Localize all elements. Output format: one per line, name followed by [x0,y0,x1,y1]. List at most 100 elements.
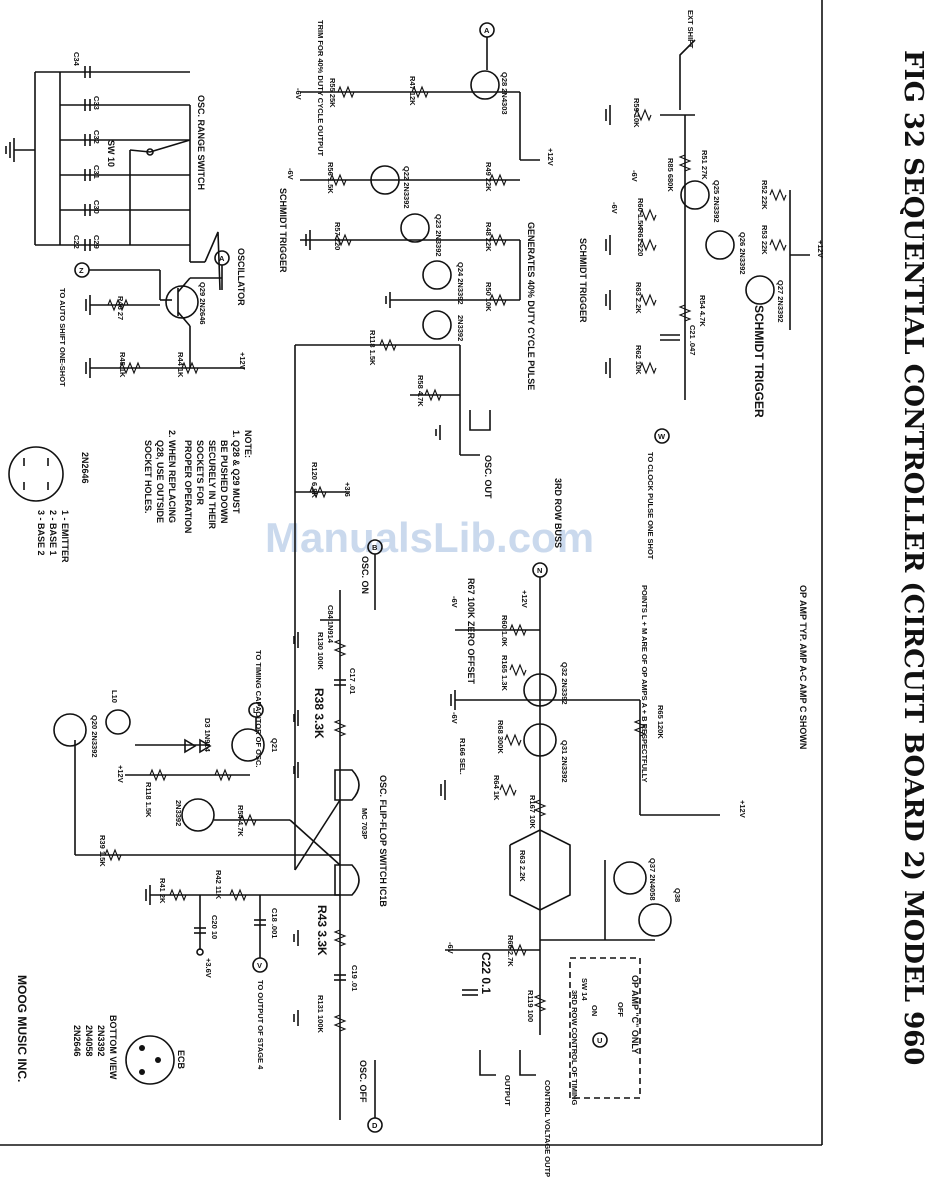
pinout-pin3: 3 - BASE 2 [36,510,46,556]
cap-c30-label: C30 [92,200,101,214]
q37-label: Q37 2N4058 [648,858,657,901]
l10-label: L10 [110,690,119,703]
r44-label: R44 1K [176,352,185,378]
note-line1: 1. Q28 & Q29 MUST [231,430,241,514]
q25-transistor [680,180,710,210]
plus12-label-3: +12V [116,765,125,783]
ecb-bottom-view: ECB BOTTOM VIEW 2N3392 2N4058 2N2646 [72,1015,186,1085]
node-w-label: W [658,432,666,441]
note-line5: PROPER OPERATION [183,440,193,533]
q38-transistor [638,903,672,937]
ecb-part-3: 2N2646 [72,1025,82,1057]
minus6-label-6: -6V [450,712,459,724]
c19-label: C19 .01 [350,965,359,991]
minus6-label-7: -6V [446,942,455,954]
cap-c34-label: C34 [72,52,81,67]
ecb-part-1: 2N3392 [96,1025,106,1057]
q31b-transistor [523,723,557,757]
watermark: ManualsLib.com [265,514,594,561]
q24-transistor [422,260,452,290]
q27-transistor [745,275,775,305]
q27-label: Q27 2N3392 [776,280,785,323]
q32-label: Q32 2N3392 [560,662,569,705]
r39b-label: R118 1.5K [144,782,153,818]
r47-label: R47 12K [408,76,417,106]
r66-label: R66 2.7K [506,935,515,967]
trim-label: TRIM FOR 40% DUTY CYCLE OUTPUT [316,20,325,157]
ext-shift-label: EXT SHIFT [686,10,695,49]
q20-transistor [53,713,87,747]
pinout-pin2: 2 - BASE 1 [48,510,58,556]
oscillator-label: OSCILLATOR [236,248,246,306]
diode-1 [184,738,197,754]
r162-label: R63 2.2K [518,850,527,882]
cap-c33-label: C33 [92,96,101,110]
q28-transistor [470,70,500,100]
pinout-circle [8,446,64,502]
schmidt-trigger-1: TRIM FOR 40% DUTY CYCLE OUTPUT -6V R55 2… [278,20,555,870]
schmidt-trigger-2: EXT SHIFT R59 10K R51 27K R85 680K -6V Q… [578,10,825,560]
q28-label: Q28 2N4303 [500,72,509,115]
r46-label: R46 27 [116,296,125,320]
flip-flop-label: OSC. FLIP-FLOP SWITCH IC1B [378,775,388,907]
op-amp-block: OP AMP TYP. AMP A-C AMP C SHOWN POINTS L… [440,478,808,1182]
note-line3: SECURELY IN THEIR [207,440,217,530]
r119-label: R119 100 [526,990,535,1022]
cap-c31-label: C31 [92,165,101,179]
osc-out-label: OSC. OUT [483,455,493,499]
r60-label: R60 1.5K [636,198,645,230]
node-u-circle [592,1032,608,1048]
node-w-circle [654,428,670,444]
r63-label: R63 2.2K [634,282,643,314]
ground-symbol [5,138,35,162]
timing-cap-label: TO TIMING CAPACITOR OF OSC. [254,650,263,768]
d3-label: D3 1N914 [203,718,212,753]
r167-label: R167 10K [528,795,537,829]
r38-label: R38 3.3K [312,688,326,739]
c20-label: C20 10 [210,915,219,939]
minus6-label-5: -6V [450,596,459,608]
r57-label: R57 220 [333,222,342,250]
node-b-label: B [372,543,378,552]
q29-label: Q29 2N2646 [198,282,207,325]
r65-label: R65 120K [656,705,665,739]
resistor-network [509,829,571,911]
c22-label: C22 0.1 [479,952,493,994]
r52-label: R52 22K [760,180,769,210]
r54-label: R54 4.7K [698,295,707,327]
q21-label: Q21 [270,738,279,752]
r67-label: R67 100K ZERO OFFSET [466,578,476,685]
q30-type-label: 2N3392 [456,315,465,341]
q30-transistor [181,798,215,832]
note-heading: NOTE: [243,430,253,458]
lamp-driver-block: Q20 2N3392 L10 D3 1N914 Q21 L TO TIMING … [53,650,340,1070]
sw10-label: SW 10 [106,140,116,167]
r56-label: R56 1.5K [326,162,335,194]
q22-transistor [370,165,400,195]
r55-label: R55 25K [328,78,337,108]
q32-transistor [523,673,557,707]
node-l-label: L [253,706,258,715]
r60b-label: R60 1.0K [500,615,509,647]
row-buss-label: 3RD ROW BUSS [553,478,563,548]
q25-label: Q25 2N3392 [712,180,721,223]
q20-label: Q20 2N3392 [90,715,99,758]
note-line6: 2. WHEN REPLACING [167,430,177,523]
off-label: OFF [616,1002,625,1017]
ecb-caption: BOTTOM VIEW [108,1015,118,1080]
r130-label: R130 100K [316,632,325,671]
r-4k7-label: R54 4.7K [236,805,245,837]
sw14-label: SW 14 [580,978,589,1001]
r39-label: R39 1.5K [98,835,107,867]
plus12-label-4: +12V [520,590,529,608]
node-v-label: V [257,961,262,970]
r48-label: R48 22K [484,222,493,252]
row-control-label: 3RD ROW CONTROL OF TIMING [570,990,579,1105]
q22-label: Q22 2N3392 [402,166,411,209]
plus12-label-2: +12V [816,240,825,258]
r61-label: R61 220 [636,228,645,256]
ic-label: MC 703P [360,808,369,839]
c18-label: C18 .001 [270,908,279,938]
lamp-l10 [105,709,131,735]
c17-label: C17 .01 [348,668,357,694]
